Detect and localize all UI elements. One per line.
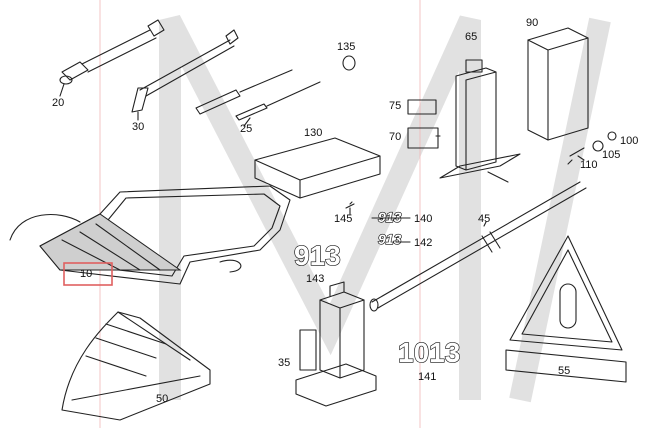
callout-30: 30 <box>132 121 144 133</box>
callout-10: 10 <box>80 268 92 280</box>
callout-50: 50 <box>156 393 168 405</box>
emblem-913-large: 913 <box>294 240 341 271</box>
bottle-jack <box>295 281 377 407</box>
callout-10-highlight[interactable] <box>63 262 113 286</box>
callout-143: 143 <box>306 273 324 285</box>
callout-65: 65 <box>465 31 477 43</box>
callout-90: 90 <box>526 17 538 29</box>
callout-140: 140 <box>414 213 432 225</box>
callout-105: 105 <box>602 149 620 161</box>
callout-20: 20 <box>52 97 64 109</box>
callout-25: 25 <box>240 123 252 135</box>
emblem-913-small: 913 <box>378 209 402 225</box>
pad-70 <box>407 127 439 149</box>
canister <box>527 27 589 141</box>
ring-part <box>342 55 356 71</box>
callout-142: 142 <box>414 237 432 249</box>
callout-55: 55 <box>558 365 570 377</box>
warning-triangle <box>505 235 627 383</box>
pin-145 <box>345 201 355 209</box>
callout-35: 35 <box>278 357 290 369</box>
wheel-chock <box>61 311 211 421</box>
callout-135: 135 <box>337 41 355 53</box>
emblem-913-small-2: 913 <box>378 231 402 247</box>
leader-lines <box>59 83 585 243</box>
callout-labels: 20 30 25 135 65 90 75 70 130 100 105 110… <box>52 17 638 405</box>
callout-145: 145 <box>334 213 352 225</box>
callout-130: 130 <box>304 127 322 139</box>
callout-110: 110 <box>580 159 598 171</box>
callout-45: 45 <box>478 213 490 225</box>
emblem-1013: 1013 <box>398 337 460 368</box>
callout-100: 100 <box>620 135 638 147</box>
storage-box <box>254 137 381 199</box>
callout-75: 75 <box>389 100 401 112</box>
bolt-110 <box>567 147 585 165</box>
callout-141: 141 <box>418 371 436 383</box>
pad-75 <box>407 99 437 115</box>
washer-100 <box>607 131 617 141</box>
screwdrivers <box>195 69 321 121</box>
floor-mat <box>9 185 291 285</box>
nut-105 <box>592 140 604 152</box>
flashlight-holder <box>439 59 521 183</box>
callout-70: 70 <box>389 131 401 143</box>
socket-wrench <box>59 19 165 85</box>
handle-bar <box>369 181 587 312</box>
l-wrench <box>131 29 239 113</box>
